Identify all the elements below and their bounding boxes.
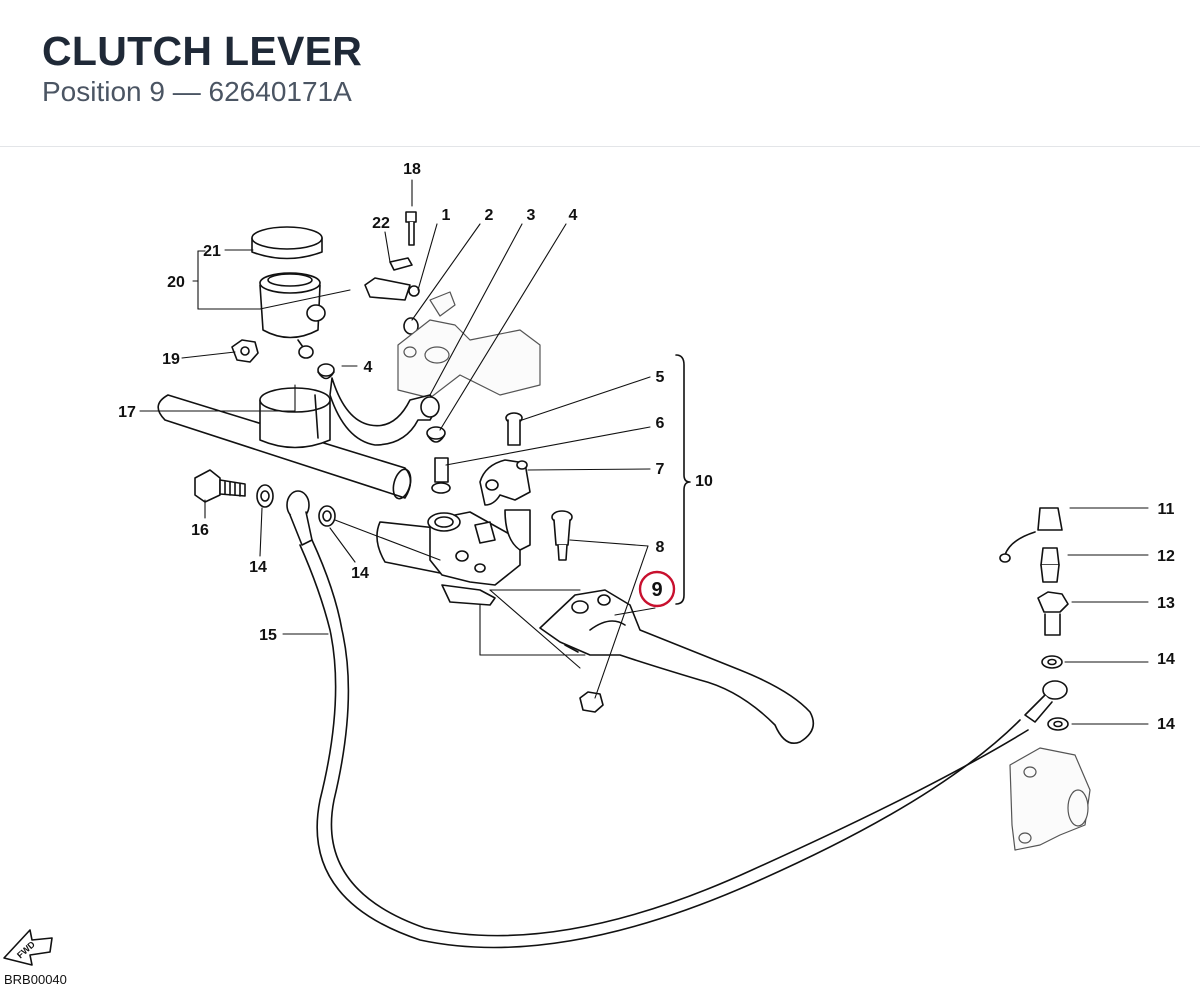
callout-7: 7 [656, 461, 665, 478]
callout-12: 12 [1157, 548, 1175, 565]
slave-cylinder [1009, 747, 1091, 851]
hose-banjo-fitting [286, 490, 313, 546]
pivot-nut [579, 691, 604, 713]
callout-6: 6 [656, 415, 665, 432]
page-subtitle: Position 9 — 62640171A [42, 76, 352, 107]
hose-banjo-right [1024, 680, 1068, 723]
callout-4-left: 4 [364, 359, 373, 376]
crush-washer-right-2 [1047, 717, 1069, 731]
diagram-reference-code: BRB00040 [4, 972, 67, 987]
handlebar-tube [157, 394, 412, 500]
reservoir-cap [251, 226, 323, 260]
callout-2: 2 [485, 207, 494, 224]
bleed-cap [999, 507, 1063, 563]
highlight-ring [638, 570, 676, 608]
callout-10: 10 [695, 473, 713, 490]
group-bracket [675, 354, 691, 605]
callout-19: 19 [162, 351, 180, 368]
handlebar-clamp [479, 459, 531, 551]
hose-fitting [431, 457, 451, 494]
reservoir-hose [329, 377, 440, 446]
callout-15: 15 [259, 627, 277, 644]
crush-washer-left-1 [256, 484, 274, 508]
diagram-canvas: 18 1 2 3 4 22 21 20 19 4 17 5 6 7 10 8 9… [3, 161, 1175, 966]
crush-washer-right-1 [1041, 655, 1063, 669]
hose-clip-upper [317, 363, 335, 380]
callout-21: 21 [203, 243, 221, 260]
callout-14-right-2: 14 [1157, 716, 1175, 733]
banjo-bolt [194, 469, 246, 503]
callout-1: 1 [442, 207, 451, 224]
callout-8: 8 [656, 539, 665, 556]
clutch-hose [299, 539, 1029, 949]
callout-20: 20 [167, 274, 185, 291]
leader-lines [139, 179, 1149, 725]
callout-18: 18 [403, 161, 421, 178]
reservoir [259, 272, 326, 359]
forward-arrow-icon [3, 929, 53, 966]
callout-14-left-2: 14 [351, 565, 369, 582]
exploded-parts-diagram: 18 1 2 3 4 22 21 20 19 4 17 5 6 7 10 8 9… [0, 146, 1200, 991]
bleed-valve-nut [1037, 591, 1069, 636]
clamp-screw [505, 412, 523, 446]
callout-14-right-1: 14 [1157, 651, 1175, 668]
callout-5: 5 [656, 369, 665, 386]
mount-bracket [364, 257, 420, 301]
clutch-lever [539, 589, 815, 744]
callout-16: 16 [191, 522, 209, 539]
callout-17: 17 [118, 404, 136, 421]
page-header: CLUTCH LEVER Position 9 — 62640171A [0, 0, 1200, 147]
callout-9: 9 [651, 579, 662, 601]
callout-4-top: 4 [569, 207, 578, 224]
bracket-screw [403, 211, 419, 335]
pivot-bolt [551, 510, 573, 561]
callout-22: 22 [372, 215, 390, 232]
reservoir-nut [231, 339, 259, 363]
crush-washer-left-2 [318, 505, 336, 527]
master-cylinder-body [376, 511, 521, 606]
callout-11: 11 [1158, 501, 1175, 518]
callout-3: 3 [527, 207, 536, 224]
hose-clip-lower [426, 426, 446, 443]
page-title: CLUTCH LEVER [42, 28, 363, 74]
bleed-valve [1040, 547, 1060, 583]
callout-13: 13 [1157, 595, 1175, 612]
callout-14-left-1: 14 [249, 559, 267, 576]
